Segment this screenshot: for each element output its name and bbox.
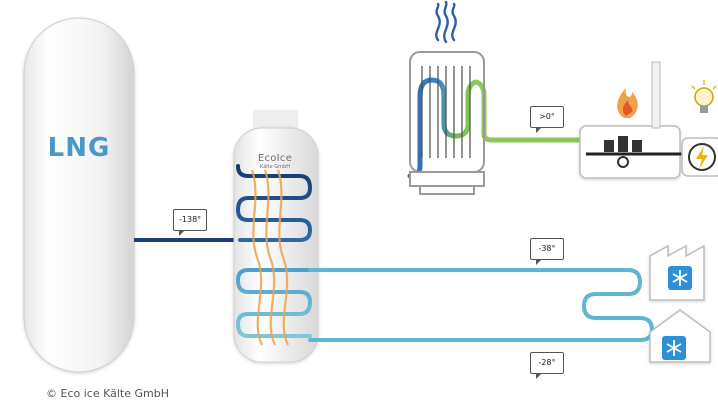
temperature-label-cold-supply: -38° [530,238,564,265]
brand-logo: EcoIce Kälte GmbH [247,153,303,170]
heat-flame-icon [435,0,457,44]
temperature-label-lng: -138° [173,209,208,236]
temperature-label-gas: >0° [530,106,564,133]
brand-subtitle: Kälte GmbH [260,164,290,170]
brand-name: EcoIce [257,153,293,164]
lng-coil [235,164,412,242]
cold-loop [308,268,655,342]
heat-exchanger [233,110,319,363]
vaporizer [409,51,485,195]
lightning-icon [696,146,708,169]
fire-icon [617,88,638,118]
cold-storage-house [649,309,711,363]
lng-tank [23,17,135,373]
lng-label: LNG [47,133,111,163]
temperature-label-cold-return: -28° [530,352,564,379]
gas-engine [579,61,681,179]
cold-coil [235,268,313,338]
snowflake-icon [666,340,682,356]
heat-flow [250,169,289,346]
copyright-text: © Eco ice Kälte GmbH [46,387,169,400]
snowflake-icon [672,270,688,286]
lightbulb-icon [691,80,717,113]
gas-pipe [407,77,581,179]
cold-storage-factory [649,244,705,301]
